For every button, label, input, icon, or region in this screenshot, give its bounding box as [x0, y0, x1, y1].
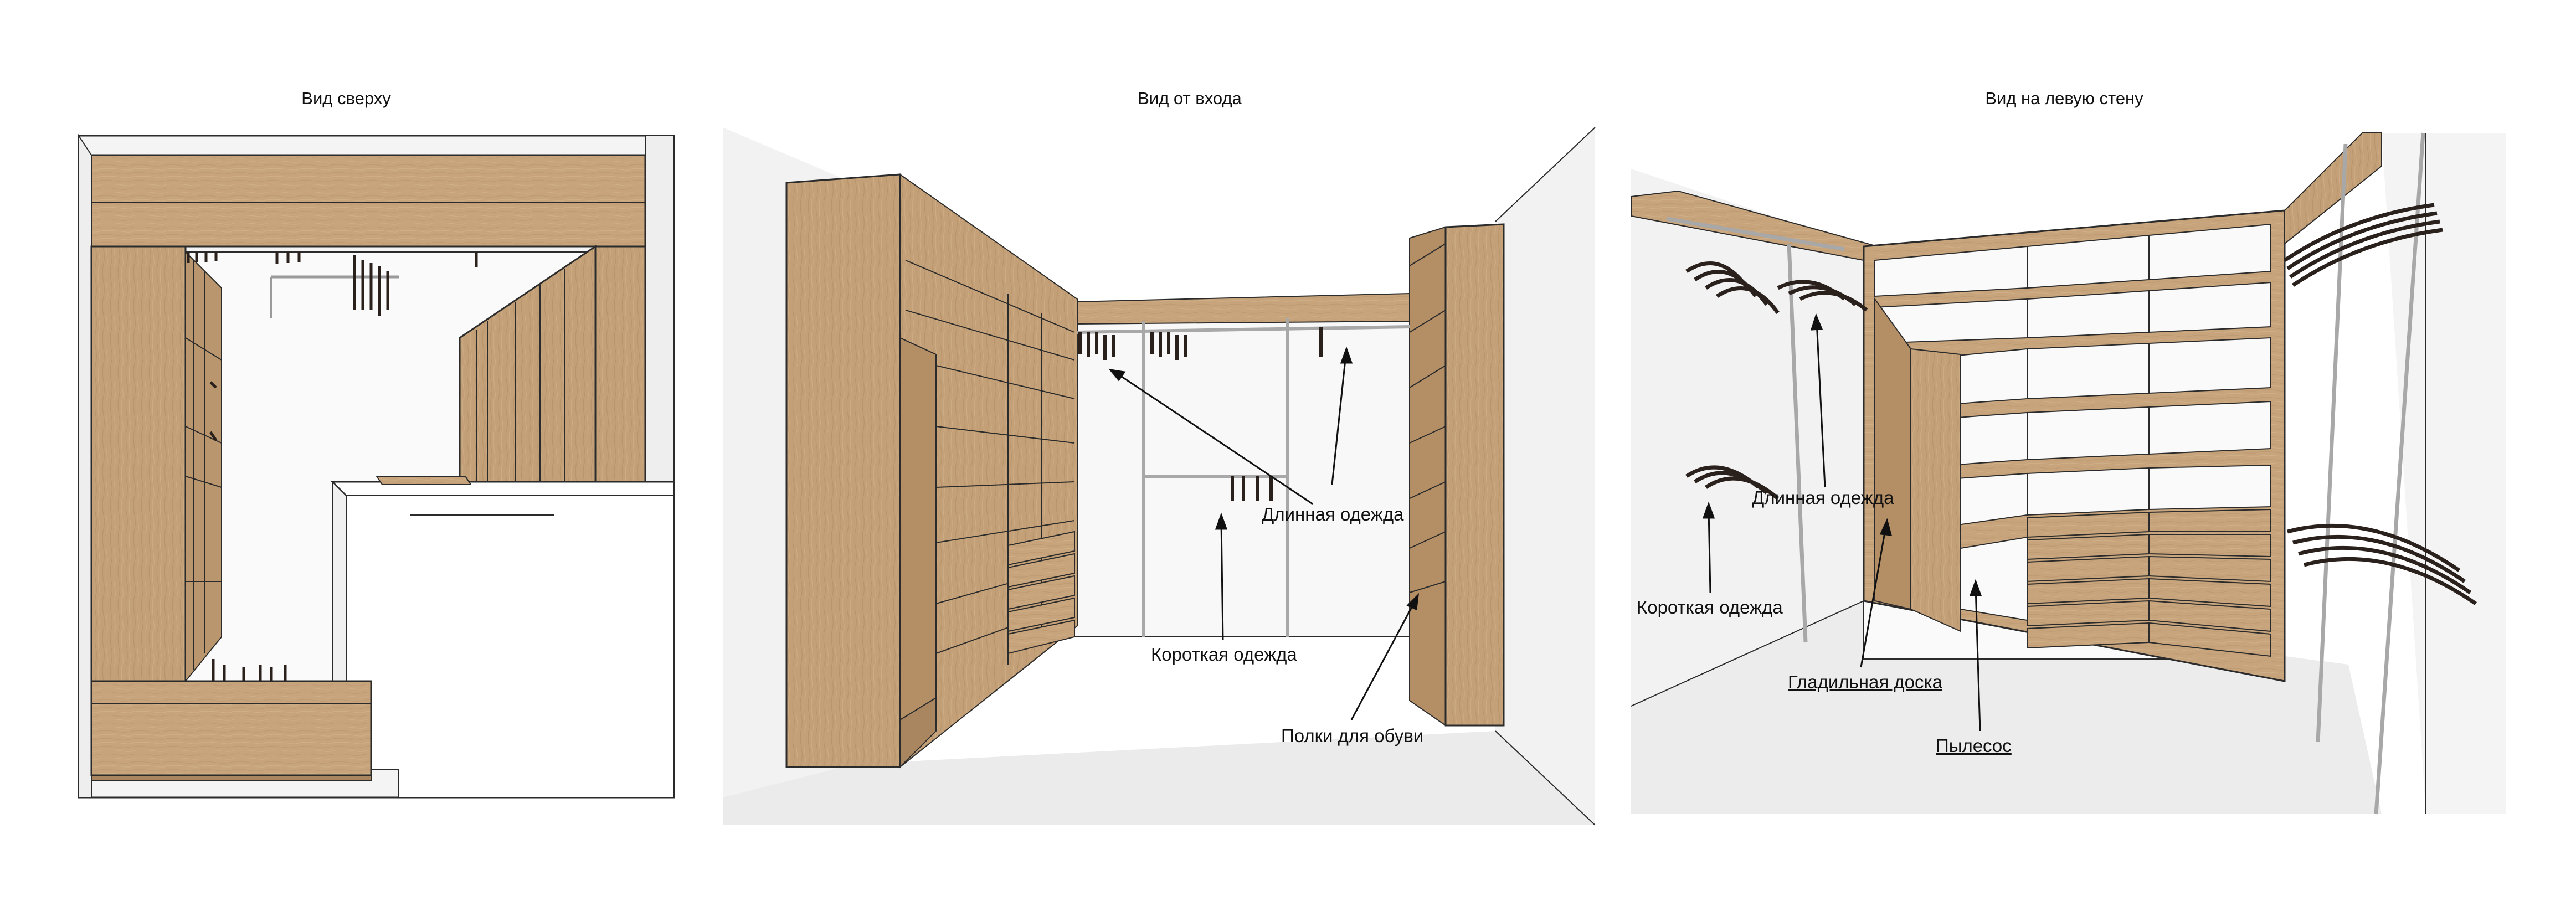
panel-title-left-wall-view: Вид на левую стену [1985, 89, 2143, 108]
label-left-wall-short-clothes: Короткая одежда [1637, 597, 1783, 617]
label-entrance-long-clothes: Длинная одежда [1262, 504, 1404, 524]
top-view-hangers [187, 252, 478, 681]
entrance-callouts [1108, 346, 1420, 720]
left-wall-view-drawing [1631, 127, 2506, 815]
panel-title-top-view: Вид сверху [301, 89, 391, 108]
top-beam [90, 154, 646, 248]
label-entrance-short-clothes: Короткая одежда [1151, 644, 1297, 665]
label-entrance-shoe-shelves: Полки для обуви [1281, 725, 1424, 746]
left-cabinet-front [785, 173, 901, 768]
entrance-view-drawing [723, 127, 1596, 826]
entrance-view-hangers [1078, 327, 1323, 501]
left-cabinet [90, 245, 187, 682]
label-left-wall-long-clothes: Длинная одежда [1752, 487, 1894, 508]
left-wall-view-hangers [1685, 203, 2477, 605]
panel-title-entrance-view: Вид от входа [1138, 89, 1242, 108]
bottom-block [90, 680, 372, 776]
left-wall-callouts [1702, 313, 1982, 732]
right-cabinet-front [1444, 223, 1505, 727]
label-left-wall-ironing-board: Гладильная доска [1788, 672, 1943, 692]
label-left-wall-vacuum: Пылесос [1936, 735, 2012, 756]
top-view-drawing [78, 133, 675, 799]
